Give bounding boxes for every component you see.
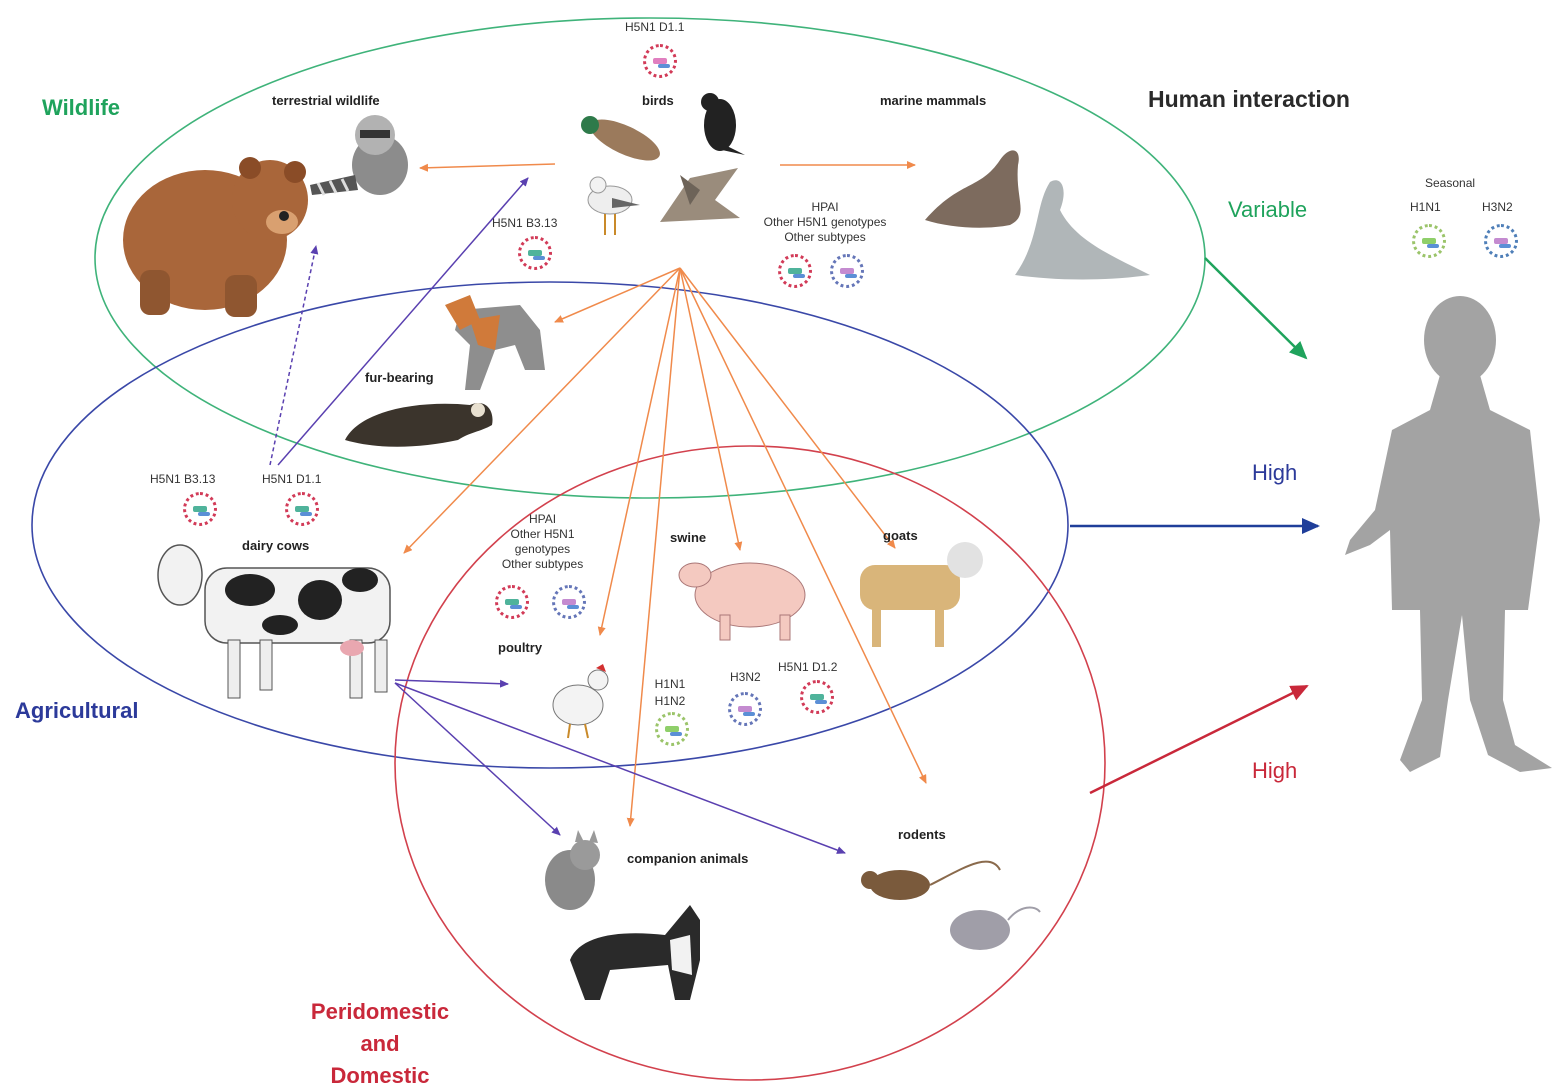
marine-mammals-label: marine mammals bbox=[880, 93, 986, 108]
peridomestic-group-title: Peridomestic and Domestic bbox=[280, 996, 480, 1092]
swine-h1-virus-icon bbox=[655, 712, 689, 746]
cows-d11-label: H5N1 D1.1 bbox=[262, 472, 321, 486]
cows-b313-virus-icon bbox=[183, 492, 217, 526]
seasonal-h1n1-virus-icon bbox=[1412, 224, 1446, 258]
bear-icon bbox=[123, 157, 308, 317]
husky-icon bbox=[570, 905, 700, 1000]
cows-b313-label: H5N1 B3.13 bbox=[150, 472, 215, 486]
seasonal-h3n2-virus-icon bbox=[1484, 224, 1518, 258]
peridomestic-line-1: Peridomestic bbox=[280, 996, 480, 1028]
raccoon-icon bbox=[310, 115, 408, 195]
marine-hpai-line-1: HPAI bbox=[730, 200, 920, 215]
poultry-hpai-virus-icon bbox=[495, 585, 529, 619]
swine-h3n2-label: H3N2 bbox=[730, 670, 761, 684]
ferret-icon bbox=[345, 403, 493, 447]
poultry-hpai-line-4: Other subtypes bbox=[475, 557, 610, 572]
birds-label: birds bbox=[642, 93, 674, 108]
terrestrial-wildlife-label: terrestrial wildlife bbox=[272, 93, 380, 108]
swine-h1n2-line: H1N2 bbox=[645, 693, 695, 710]
wildlife-group-title: Wildlife bbox=[42, 95, 120, 121]
rodents-label: rodents bbox=[898, 827, 946, 842]
pig-icon bbox=[679, 563, 805, 640]
birds-d11-label: H5N1 D1.1 bbox=[625, 20, 684, 34]
wildlife-interaction-level: Variable bbox=[1228, 197, 1307, 223]
seasonal-title: Seasonal bbox=[1425, 176, 1475, 190]
fox-icon bbox=[445, 295, 545, 390]
marine-subtype-virus-icon bbox=[830, 254, 864, 288]
swine-h1-label: H1N1 H1N2 bbox=[645, 676, 695, 710]
mouse-icon bbox=[861, 862, 1000, 900]
chicken-icon bbox=[553, 664, 608, 738]
poultry-hpai-line-3: genotypes bbox=[475, 542, 610, 557]
human-interaction-title: Human interaction bbox=[1148, 86, 1350, 113]
cat-icon bbox=[545, 830, 600, 910]
swine-label: swine bbox=[670, 530, 706, 545]
peridomestic-interaction-level: High bbox=[1252, 758, 1297, 784]
companion-animals-label: companion animals bbox=[627, 851, 748, 866]
poultry-label: poultry bbox=[498, 640, 542, 655]
sea-lion-icon bbox=[925, 150, 1150, 279]
dairy-cows-label: dairy cows bbox=[242, 538, 309, 553]
swine-h3n2-virus-icon bbox=[728, 692, 762, 726]
poultry-hpai-line-1: HPAI bbox=[475, 512, 610, 527]
wildlife-to-human-arrow bbox=[1205, 258, 1306, 358]
seagull-icon bbox=[588, 177, 640, 235]
cows-d11-virus-icon bbox=[285, 492, 319, 526]
goats-label: goats bbox=[883, 528, 918, 543]
agricultural-interaction-level: High bbox=[1252, 460, 1297, 486]
goat-icon bbox=[860, 542, 983, 647]
seasonal-h3n2-label: H3N2 bbox=[1482, 200, 1513, 214]
human-silhouette bbox=[1345, 296, 1552, 772]
marine-hpai-line-3: Other subtypes bbox=[730, 230, 920, 245]
marine-hpai-line-2: Other H5N1 genotypes bbox=[730, 215, 920, 230]
swine-d12-virus-icon bbox=[800, 680, 834, 714]
peridomestic-line-2: and bbox=[280, 1028, 480, 1060]
crow-icon bbox=[701, 93, 745, 155]
mallard-duck-icon bbox=[581, 111, 665, 168]
birds-d11-virus-icon bbox=[643, 44, 677, 78]
peridomestic-line-3: Domestic bbox=[280, 1060, 480, 1092]
poultry-hpai-line-2: Other H5N1 bbox=[475, 527, 610, 542]
birds-b313-label: H5N1 B3.13 bbox=[492, 216, 557, 230]
dairy-cow-icon bbox=[158, 545, 390, 698]
poultry-subtype-virus-icon bbox=[552, 585, 586, 619]
marine-hpai-label: HPAI Other H5N1 genotypes Other subtypes bbox=[730, 200, 920, 245]
agricultural-group-title: Agricultural bbox=[15, 698, 138, 724]
rat-icon bbox=[950, 907, 1040, 950]
swine-h1n1-line: H1N1 bbox=[645, 676, 695, 693]
marine-hpai-virus-icon bbox=[778, 254, 812, 288]
fur-bearing-label: fur-bearing bbox=[365, 370, 434, 385]
poultry-hpai-label: HPAI Other H5N1 genotypes Other subtypes bbox=[475, 512, 610, 572]
birds-b313-virus-icon bbox=[518, 236, 552, 270]
seasonal-h1n1-label: H1N1 bbox=[1410, 200, 1441, 214]
swine-d12-label: H5N1 D1.2 bbox=[778, 660, 837, 674]
goose-icon bbox=[660, 168, 740, 222]
